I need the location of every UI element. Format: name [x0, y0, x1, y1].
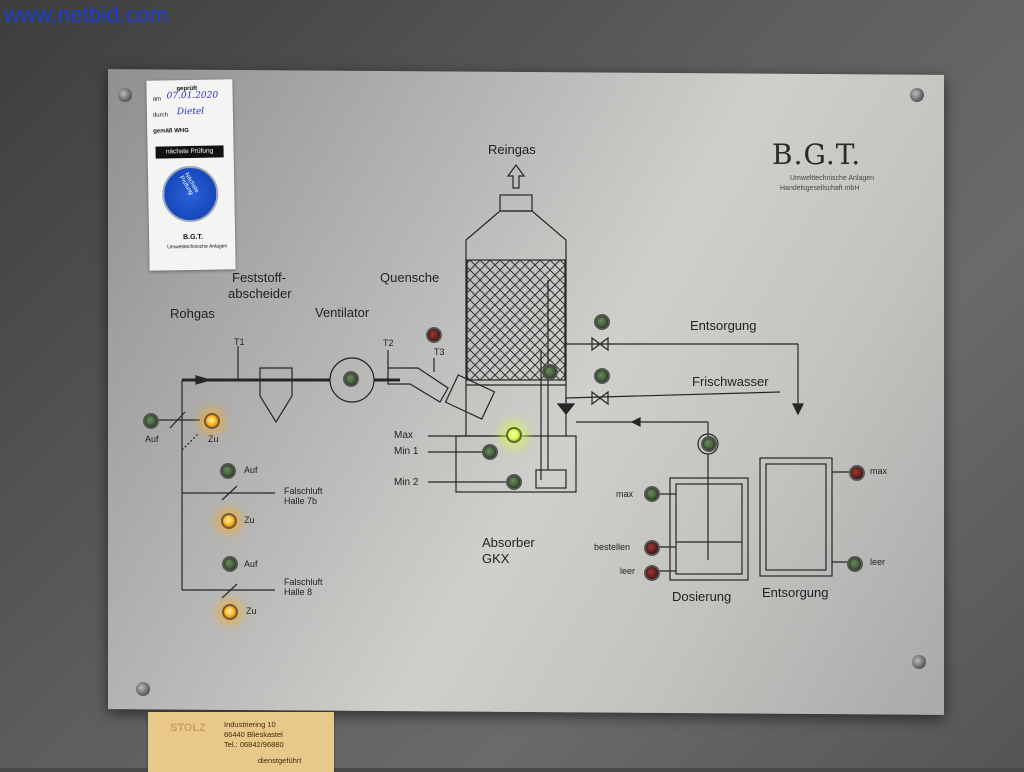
lamp-absorber-max: [506, 427, 522, 443]
lamp-falschluft-7b-zu: [221, 513, 237, 529]
label-rohgas: Rohgas: [170, 306, 215, 321]
sticker-phone: Tel.: 06842/96880: [224, 740, 284, 749]
lamp-dos-bestellen: [644, 540, 660, 556]
label-falschluft-8-1: Falschluft: [284, 577, 323, 587]
company-logo: B.G.T.: [772, 138, 862, 171]
label-min1: Min 1: [394, 446, 419, 457]
label-feststoff-1: Feststoff-: [232, 270, 286, 285]
lamp-dos-max: [644, 486, 660, 502]
screw-top-right: [910, 88, 924, 102]
label-frischwasser: Frischwasser: [692, 374, 769, 389]
entsorgung-tank: [759, 457, 833, 577]
label-auf-3: Auf: [244, 559, 258, 569]
entsorgung-arrow-icon: [792, 403, 804, 416]
lamp-quensche: [426, 327, 442, 343]
lamp-ent-max: [849, 465, 865, 481]
rohgas-arrow-icon: [195, 375, 213, 385]
label-entsorgung-tank: Entsorgung: [762, 585, 829, 600]
address-sticker: STOLZ Industriering 10 66440 Blieskastel…: [148, 712, 334, 772]
label-t2: T2: [383, 338, 394, 348]
quench-body: [444, 374, 496, 420]
absorber-stack-top: [499, 194, 533, 212]
sticker-service: dienstgeführt: [258, 756, 302, 765]
label-dos-max: max: [616, 489, 634, 499]
label-dosierung: Dosierung: [672, 589, 732, 604]
lamp-pump-dosierung: [701, 436, 717, 452]
label-auf-1: Auf: [145, 434, 159, 444]
label-t3: T3: [434, 347, 445, 357]
sticker-brand: STOLZ: [170, 722, 206, 734]
screw-bottom-left: [136, 682, 150, 696]
label-falschluft-8-2: Halle 8: [284, 587, 313, 597]
lamp-valve-entsorgung: [594, 314, 610, 330]
lamp-pump-absorber: [542, 364, 558, 380]
lamp-falschluft-8-auf: [222, 556, 238, 572]
label-zu-1: Zu: [208, 434, 219, 444]
label-max-absorber: Max: [394, 430, 413, 441]
sticker-city: 66440 Blieskastel: [224, 730, 283, 739]
label-feststoff-2: abscheider: [228, 286, 292, 301]
label-falschluft-7b-2: Halle 7b: [284, 496, 318, 506]
valve-entsorgung-icon: [591, 336, 609, 352]
watermark: www.netbid.com: [4, 2, 169, 27]
label-zu-3: Zu: [246, 606, 257, 616]
lamp-falschluft-8-zu: [222, 604, 238, 620]
reingas-arrow-icon: [506, 163, 526, 189]
valve-frischwasser-icon: [591, 390, 609, 406]
label-quensche: Quensche: [380, 270, 440, 285]
label-t1: T1: [234, 337, 245, 347]
screw-bottom-right: [912, 655, 926, 669]
screw-top-left: [118, 88, 132, 102]
company-subtitle-2: Handelsgesellschaft mbH: [780, 185, 860, 192]
lamp-absorber-min2: [506, 474, 522, 490]
feststoffabscheider: [259, 367, 293, 424]
lamp-rohgas-auf: [143, 413, 159, 429]
label-absorber-2: GKX: [482, 551, 510, 566]
label-dos-leer: leer: [620, 566, 636, 576]
label-reingas: Reingas: [488, 142, 536, 157]
label-falschluft-7b-1: Falschluft: [284, 486, 323, 496]
label-dos-bestellen: bestellen: [594, 542, 631, 552]
lamp-falschluft-7b-auf: [220, 463, 236, 479]
label-ventilator: Ventilator: [315, 305, 370, 320]
label-ent-max: max: [870, 466, 888, 476]
label-ent-leer: leer: [870, 557, 886, 567]
lamp-ent-leer: [847, 556, 863, 572]
packing-hatch: [466, 259, 566, 381]
lamp-ventilator: [343, 371, 359, 387]
lamp-valve-frischwasser: [594, 368, 610, 384]
company-subtitle-1: Umwelttechnische Anlagen: [790, 175, 875, 182]
label-min2: Min 2: [394, 477, 419, 488]
sticker-street: Industriering 10: [224, 720, 276, 729]
label-absorber-1: Absorber: [482, 535, 535, 550]
lamp-absorber-min1: [482, 444, 498, 460]
dosierung-tank: [669, 477, 749, 581]
lamp-rohgas-zu: [204, 413, 220, 429]
label-auf-2: Auf: [244, 465, 258, 475]
label-entsorgung-line: Entsorgung: [690, 318, 757, 333]
label-zu-2: Zu: [244, 515, 255, 525]
lamp-dos-leer: [644, 565, 660, 581]
